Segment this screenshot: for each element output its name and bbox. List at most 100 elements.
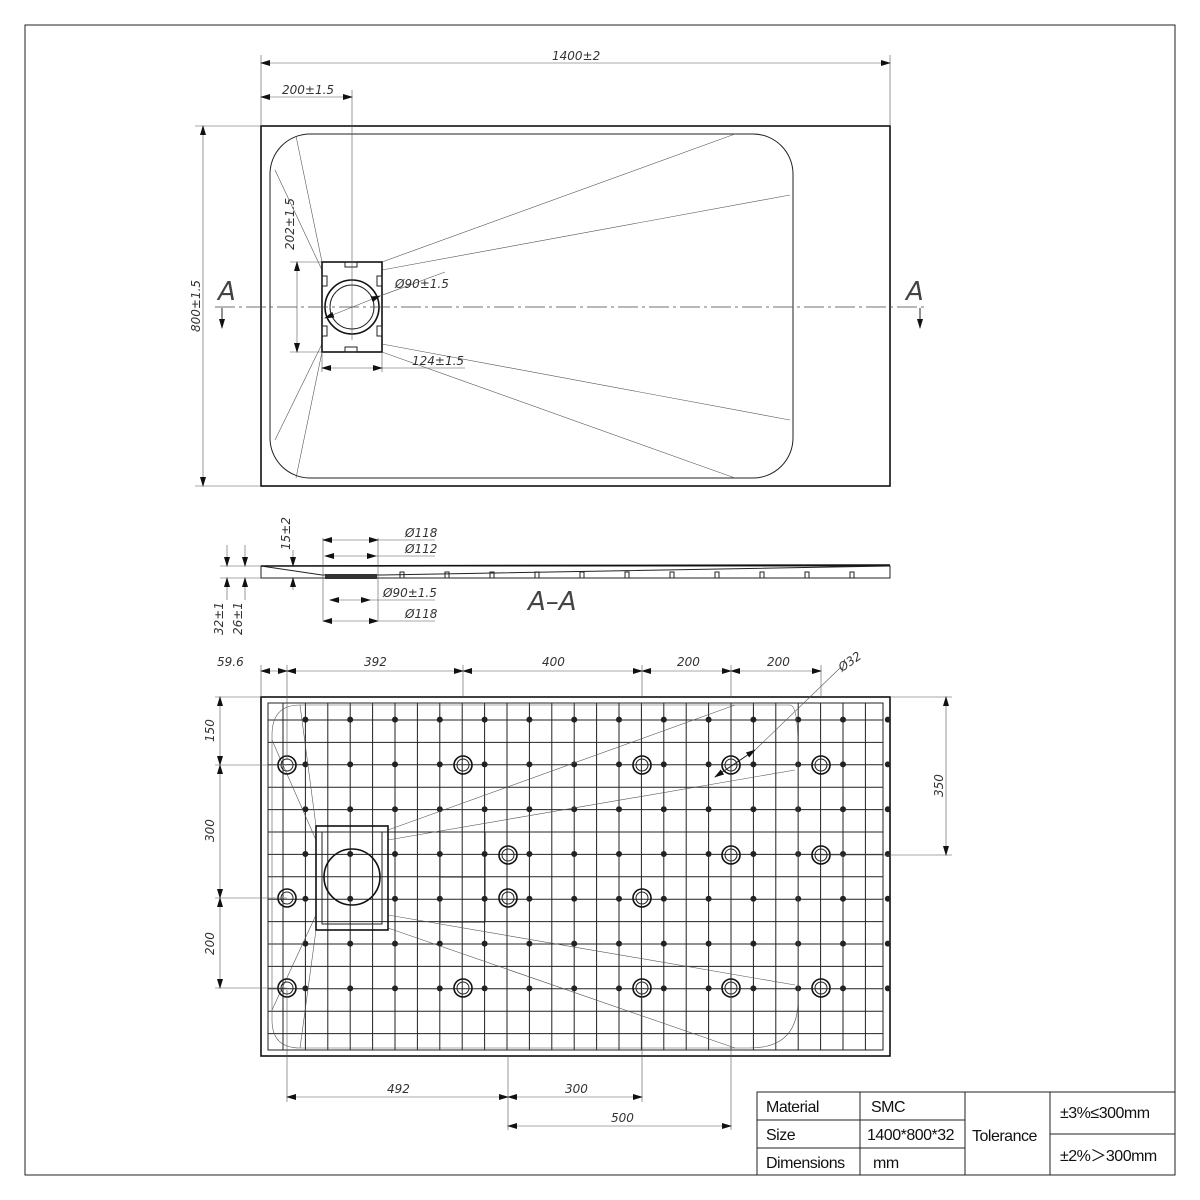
dimensions-label: Dimensions <box>766 1155 845 1172</box>
support-foot-inner <box>501 848 515 862</box>
drawing-border <box>24 24 1176 1176</box>
rib-node <box>840 895 846 902</box>
support-foot <box>498 845 518 865</box>
rib-node <box>616 761 622 768</box>
rib-node <box>302 716 309 723</box>
rib-node <box>347 985 354 992</box>
support-foot <box>811 755 831 775</box>
support-foot <box>811 978 831 998</box>
rib-node <box>302 851 309 857</box>
rib-node <box>347 940 354 947</box>
rib-node <box>660 985 667 992</box>
section-rib <box>534 571 540 579</box>
support-foot <box>498 888 518 908</box>
dim-drain-dia: Ø90±1.5 <box>394 277 449 291</box>
rib-node <box>884 806 891 813</box>
rib-node <box>840 985 846 992</box>
support-foot-inner <box>456 758 470 772</box>
support-foot <box>453 755 473 775</box>
dim-left-1: 300 <box>203 819 217 842</box>
dim-total-height: 32±1 <box>212 602 226 635</box>
rib-node <box>392 716 398 723</box>
rib-node <box>840 716 846 723</box>
rib-node <box>705 716 712 723</box>
rib-node <box>884 716 891 723</box>
rib-node <box>840 806 846 813</box>
dimensions-value: mm <box>873 1155 899 1172</box>
rib-node <box>616 716 622 723</box>
dim-left-2: 200 <box>203 932 217 955</box>
rib-node <box>750 895 757 902</box>
section-rib <box>714 571 720 579</box>
section-rib <box>759 571 765 579</box>
dim-drain-offset-y: 202±1.5 <box>283 198 297 250</box>
dim-drop: 15±2 <box>279 517 293 550</box>
rib-node <box>660 761 667 768</box>
rib-node <box>705 895 712 902</box>
dim-top-0: 59.6 <box>217 655 244 669</box>
rib-node <box>705 761 712 768</box>
support-foot-inner <box>814 758 828 772</box>
section-rib <box>669 571 675 579</box>
tolerance-1: ±3%≤300mm <box>1060 1105 1150 1122</box>
rib-node <box>705 851 712 857</box>
rib-node <box>481 716 488 723</box>
dim-top-3: 200 <box>677 655 700 669</box>
rib-node <box>347 851 354 857</box>
rib-node <box>616 940 622 947</box>
top-view: 1400±2 200±1.5 800±1.5 202±1.5 Ø90±1.5 1… <box>189 49 925 487</box>
rib-node <box>481 761 488 768</box>
rib-node <box>884 940 891 947</box>
section-rib <box>579 571 585 579</box>
rib-node <box>884 761 891 768</box>
rib-node <box>571 940 578 947</box>
dim-width: 800±1.5 <box>189 280 203 332</box>
rib-node <box>347 761 354 768</box>
rib-node <box>840 940 846 947</box>
rib-node <box>526 851 533 857</box>
dim-drain-offset-x: 200±1.5 <box>282 83 334 97</box>
dim-dia-118-top: Ø118 <box>404 526 438 540</box>
rib-node <box>571 985 578 992</box>
support-foot-inner <box>635 758 649 772</box>
rib-node <box>616 851 622 857</box>
support-foot <box>453 978 473 998</box>
rib-node <box>526 806 533 813</box>
rib-node <box>347 806 354 813</box>
rib-node <box>302 761 309 768</box>
dim-top-4: 200 <box>767 655 790 669</box>
rib-node <box>616 985 622 992</box>
drain-box-underside <box>315 825 389 931</box>
rib-node <box>302 806 309 813</box>
rib-node <box>660 940 667 947</box>
rib-node <box>526 761 533 768</box>
size-value: 1400*800*32 <box>867 1127 955 1144</box>
material-value: SMC <box>871 1099 905 1116</box>
support-foot-inner <box>724 848 738 862</box>
dim-top-2: 400 <box>542 655 565 669</box>
support-foot <box>632 755 652 775</box>
tolerance-2: ±2%＞300mm <box>1060 1148 1157 1165</box>
dim-hole-dia: Ø32 <box>835 649 864 675</box>
rib-node <box>750 940 757 947</box>
support-foot-inner <box>501 891 515 905</box>
rib-node <box>481 940 488 947</box>
dim-bottom-2: 500 <box>611 1111 634 1125</box>
rib-node <box>884 895 891 902</box>
title-block: Material SMC Size 1400*800*32 Dimensions… <box>756 1091 1176 1176</box>
rib-node <box>481 806 488 813</box>
bottom-view: Ø32 59.6 392 400 200 200 150 300 200 350 <box>203 649 952 1130</box>
rib-node <box>750 985 757 992</box>
dim-bottom-0: 492 <box>387 1082 410 1096</box>
support-foot-inner <box>635 891 649 905</box>
rib-node <box>660 895 667 902</box>
support-foot <box>721 845 741 865</box>
section-rib <box>399 571 405 579</box>
rib-node <box>526 985 533 992</box>
dim-left-0: 150 <box>203 719 217 742</box>
rib-node <box>884 851 891 857</box>
rib-node <box>660 806 667 813</box>
dim-dia-112: Ø112 <box>404 542 437 556</box>
rib-node <box>705 985 712 992</box>
